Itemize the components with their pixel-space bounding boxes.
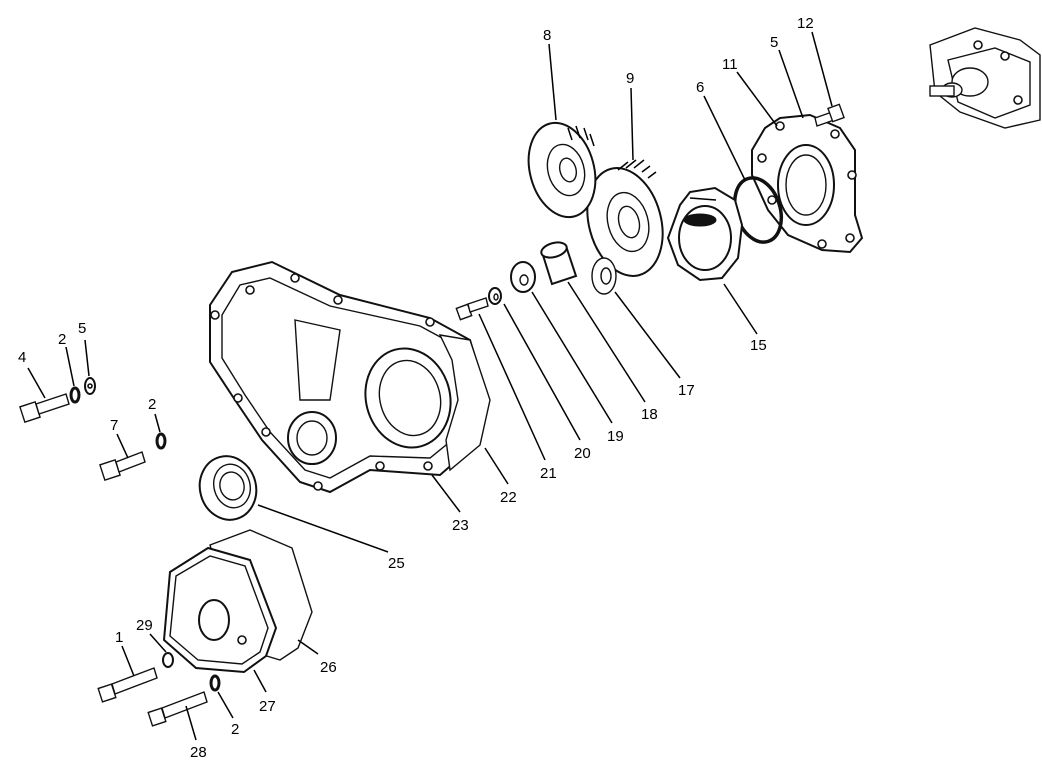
callout-11: 11 <box>722 56 738 73</box>
part-18-bushing <box>540 241 578 286</box>
part-20-washer <box>488 287 502 305</box>
part-2-lock-washer-b <box>155 432 167 450</box>
leader-23 <box>431 474 461 513</box>
leader-28 <box>185 705 197 741</box>
callout-5a: 5 <box>770 34 778 51</box>
part-23-main-housing <box>209 260 490 494</box>
leader-27 <box>253 669 267 693</box>
leader-9 <box>630 87 634 161</box>
callout-15: 15 <box>750 337 767 354</box>
leader-lines <box>27 31 833 741</box>
leader-22 <box>484 447 509 485</box>
callout-7: 7 <box>110 417 118 434</box>
leader-12 <box>811 31 833 107</box>
callout-8: 8 <box>543 27 551 44</box>
part-15-gear-housing <box>666 186 744 282</box>
part-5-washer <box>84 377 96 395</box>
callout-20: 20 <box>574 445 591 462</box>
callout-2c: 2 <box>231 721 239 738</box>
part-29-washer <box>162 652 174 668</box>
part-21-bolt <box>455 297 489 321</box>
part-7-bolt <box>99 451 146 481</box>
callout-5b: 5 <box>78 320 86 337</box>
leader-25 <box>257 504 389 553</box>
callout-21: 21 <box>540 465 557 482</box>
leader-20 <box>503 303 581 441</box>
callout-23: 23 <box>452 517 469 534</box>
part-9-helical-gear <box>586 159 664 277</box>
leader-19 <box>531 291 613 424</box>
leader-5a <box>778 49 804 119</box>
part-2-lock-washer-c <box>209 674 221 692</box>
part-4-bolt <box>19 393 70 423</box>
callout-1: 1 <box>115 629 123 646</box>
leader-7 <box>116 433 129 459</box>
callout-27: 27 <box>259 698 276 715</box>
leader-4 <box>27 367 46 399</box>
part-25-oil-seal <box>198 455 258 521</box>
callout-4: 4 <box>18 349 26 366</box>
callout-9: 9 <box>626 70 634 87</box>
leader-17 <box>614 291 681 379</box>
part-28-bolt <box>147 691 208 727</box>
part-12-bolt <box>814 103 845 127</box>
callout-25: 25 <box>388 555 405 572</box>
callout-19: 19 <box>607 428 624 445</box>
callout-18: 18 <box>641 406 658 423</box>
leader-18 <box>567 281 646 403</box>
leader-26 <box>297 639 319 655</box>
callout-6: 6 <box>696 79 704 96</box>
callout-28: 28 <box>190 744 207 761</box>
leader-2c <box>217 691 234 719</box>
leader-21 <box>478 313 546 461</box>
callout-22: 22 <box>500 489 517 506</box>
part-19-washer <box>510 261 536 293</box>
leader-5b <box>84 339 90 377</box>
part-8-spur-gear <box>527 121 597 219</box>
part-1-bolt <box>97 667 158 703</box>
part-22-gasket <box>438 334 491 472</box>
callout-17: 17 <box>678 382 695 399</box>
inset-assembly-view <box>929 27 1041 129</box>
leader-2b <box>154 413 161 433</box>
part-17-pinion-gear <box>591 257 617 295</box>
part-2-lock-washer-a <box>69 386 81 404</box>
callout-12: 12 <box>797 15 814 32</box>
leader-11 <box>736 71 778 127</box>
leader-1 <box>121 645 135 677</box>
leader-29 <box>149 633 167 653</box>
callout-26: 26 <box>320 659 337 676</box>
leader-6 <box>703 95 746 181</box>
part-27-end-cover <box>162 546 278 674</box>
leader-2a <box>65 346 75 387</box>
leader-15 <box>723 283 758 335</box>
part-11-bearing-plate <box>751 113 864 254</box>
callout-2a: 2 <box>58 331 66 348</box>
callout-labels: 8 9 12 5 11 6 15 17 18 19 20 21 22 23 25… <box>18 15 814 761</box>
leader-8 <box>548 43 557 121</box>
callout-29: 29 <box>136 617 153 634</box>
callout-2b: 2 <box>148 396 156 413</box>
